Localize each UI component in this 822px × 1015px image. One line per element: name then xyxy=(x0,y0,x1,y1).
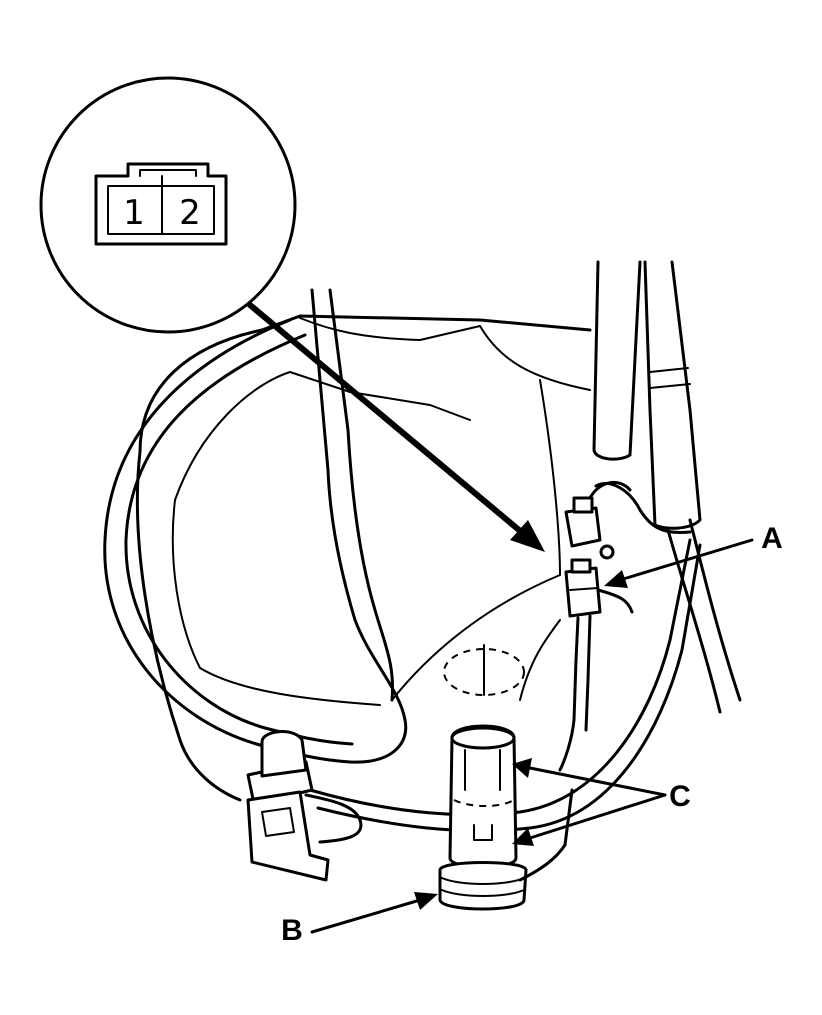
fuel-tank xyxy=(135,314,592,802)
wire-harness xyxy=(103,288,702,833)
mounting-outline xyxy=(443,648,525,696)
connector-a xyxy=(558,481,692,772)
connector-detail-view: 1 2 xyxy=(39,76,297,334)
leader-lines xyxy=(247,302,754,934)
fuel-pump xyxy=(438,724,574,911)
callout-a: A xyxy=(761,522,783,555)
pin-2-label: 2 xyxy=(179,193,201,233)
hose-bundle xyxy=(592,260,742,714)
callout-c: C xyxy=(669,780,691,813)
pin-1-label: 1 xyxy=(123,193,145,233)
callout-b: B xyxy=(281,914,303,947)
harness-clip xyxy=(246,730,363,882)
